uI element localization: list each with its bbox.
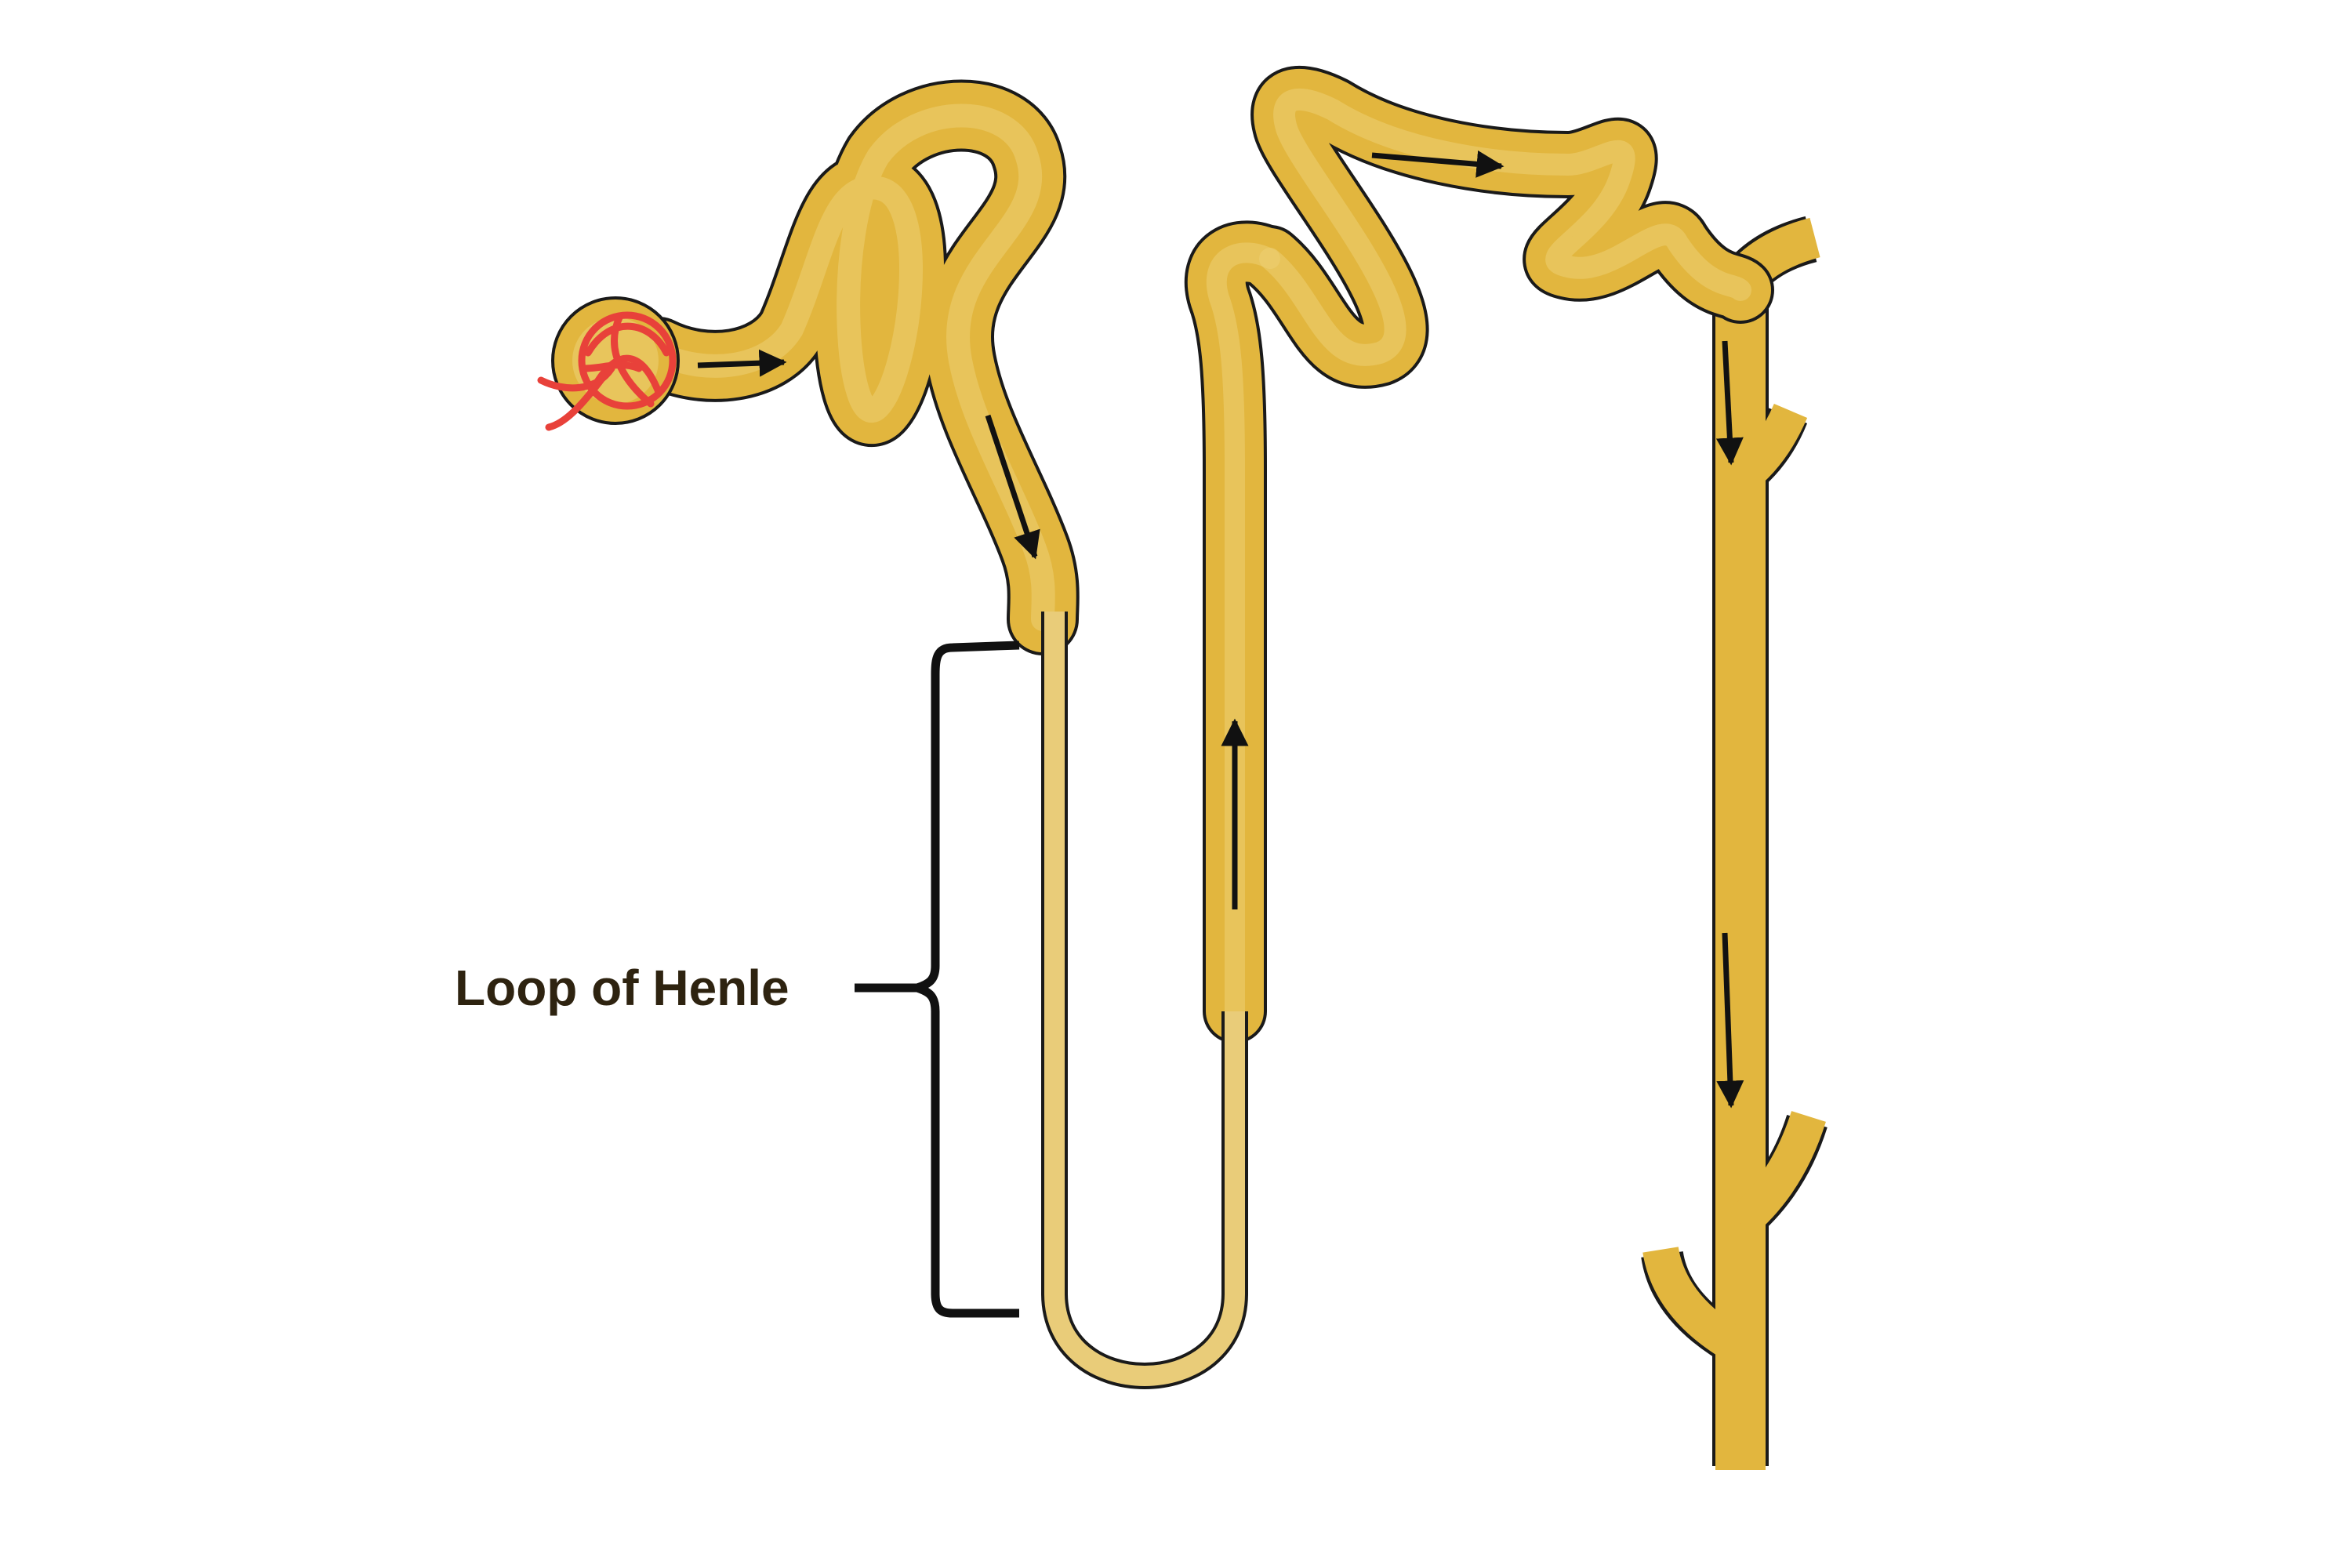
arrow-dct (1371, 150, 1504, 178)
loop-of-henle-bracket (855, 641, 1020, 1318)
glomerulus-capillary-tuft-icon (537, 311, 677, 431)
arrow-collecting-duct-upper (1715, 340, 1744, 466)
collecting-duct (1641, 216, 1828, 1470)
arrow-collecting-duct-lower (1716, 932, 1744, 1109)
loop-of-henle (1041, 612, 1248, 1389)
loop-of-henle-label: Loop of Henle (455, 960, 789, 1016)
arrow-into-pct (697, 349, 787, 377)
glomerulus (537, 296, 680, 431)
flow-arrows (697, 150, 1744, 1109)
nephron-tubule (622, 66, 1774, 1044)
arrow-pct-down (985, 414, 1040, 560)
